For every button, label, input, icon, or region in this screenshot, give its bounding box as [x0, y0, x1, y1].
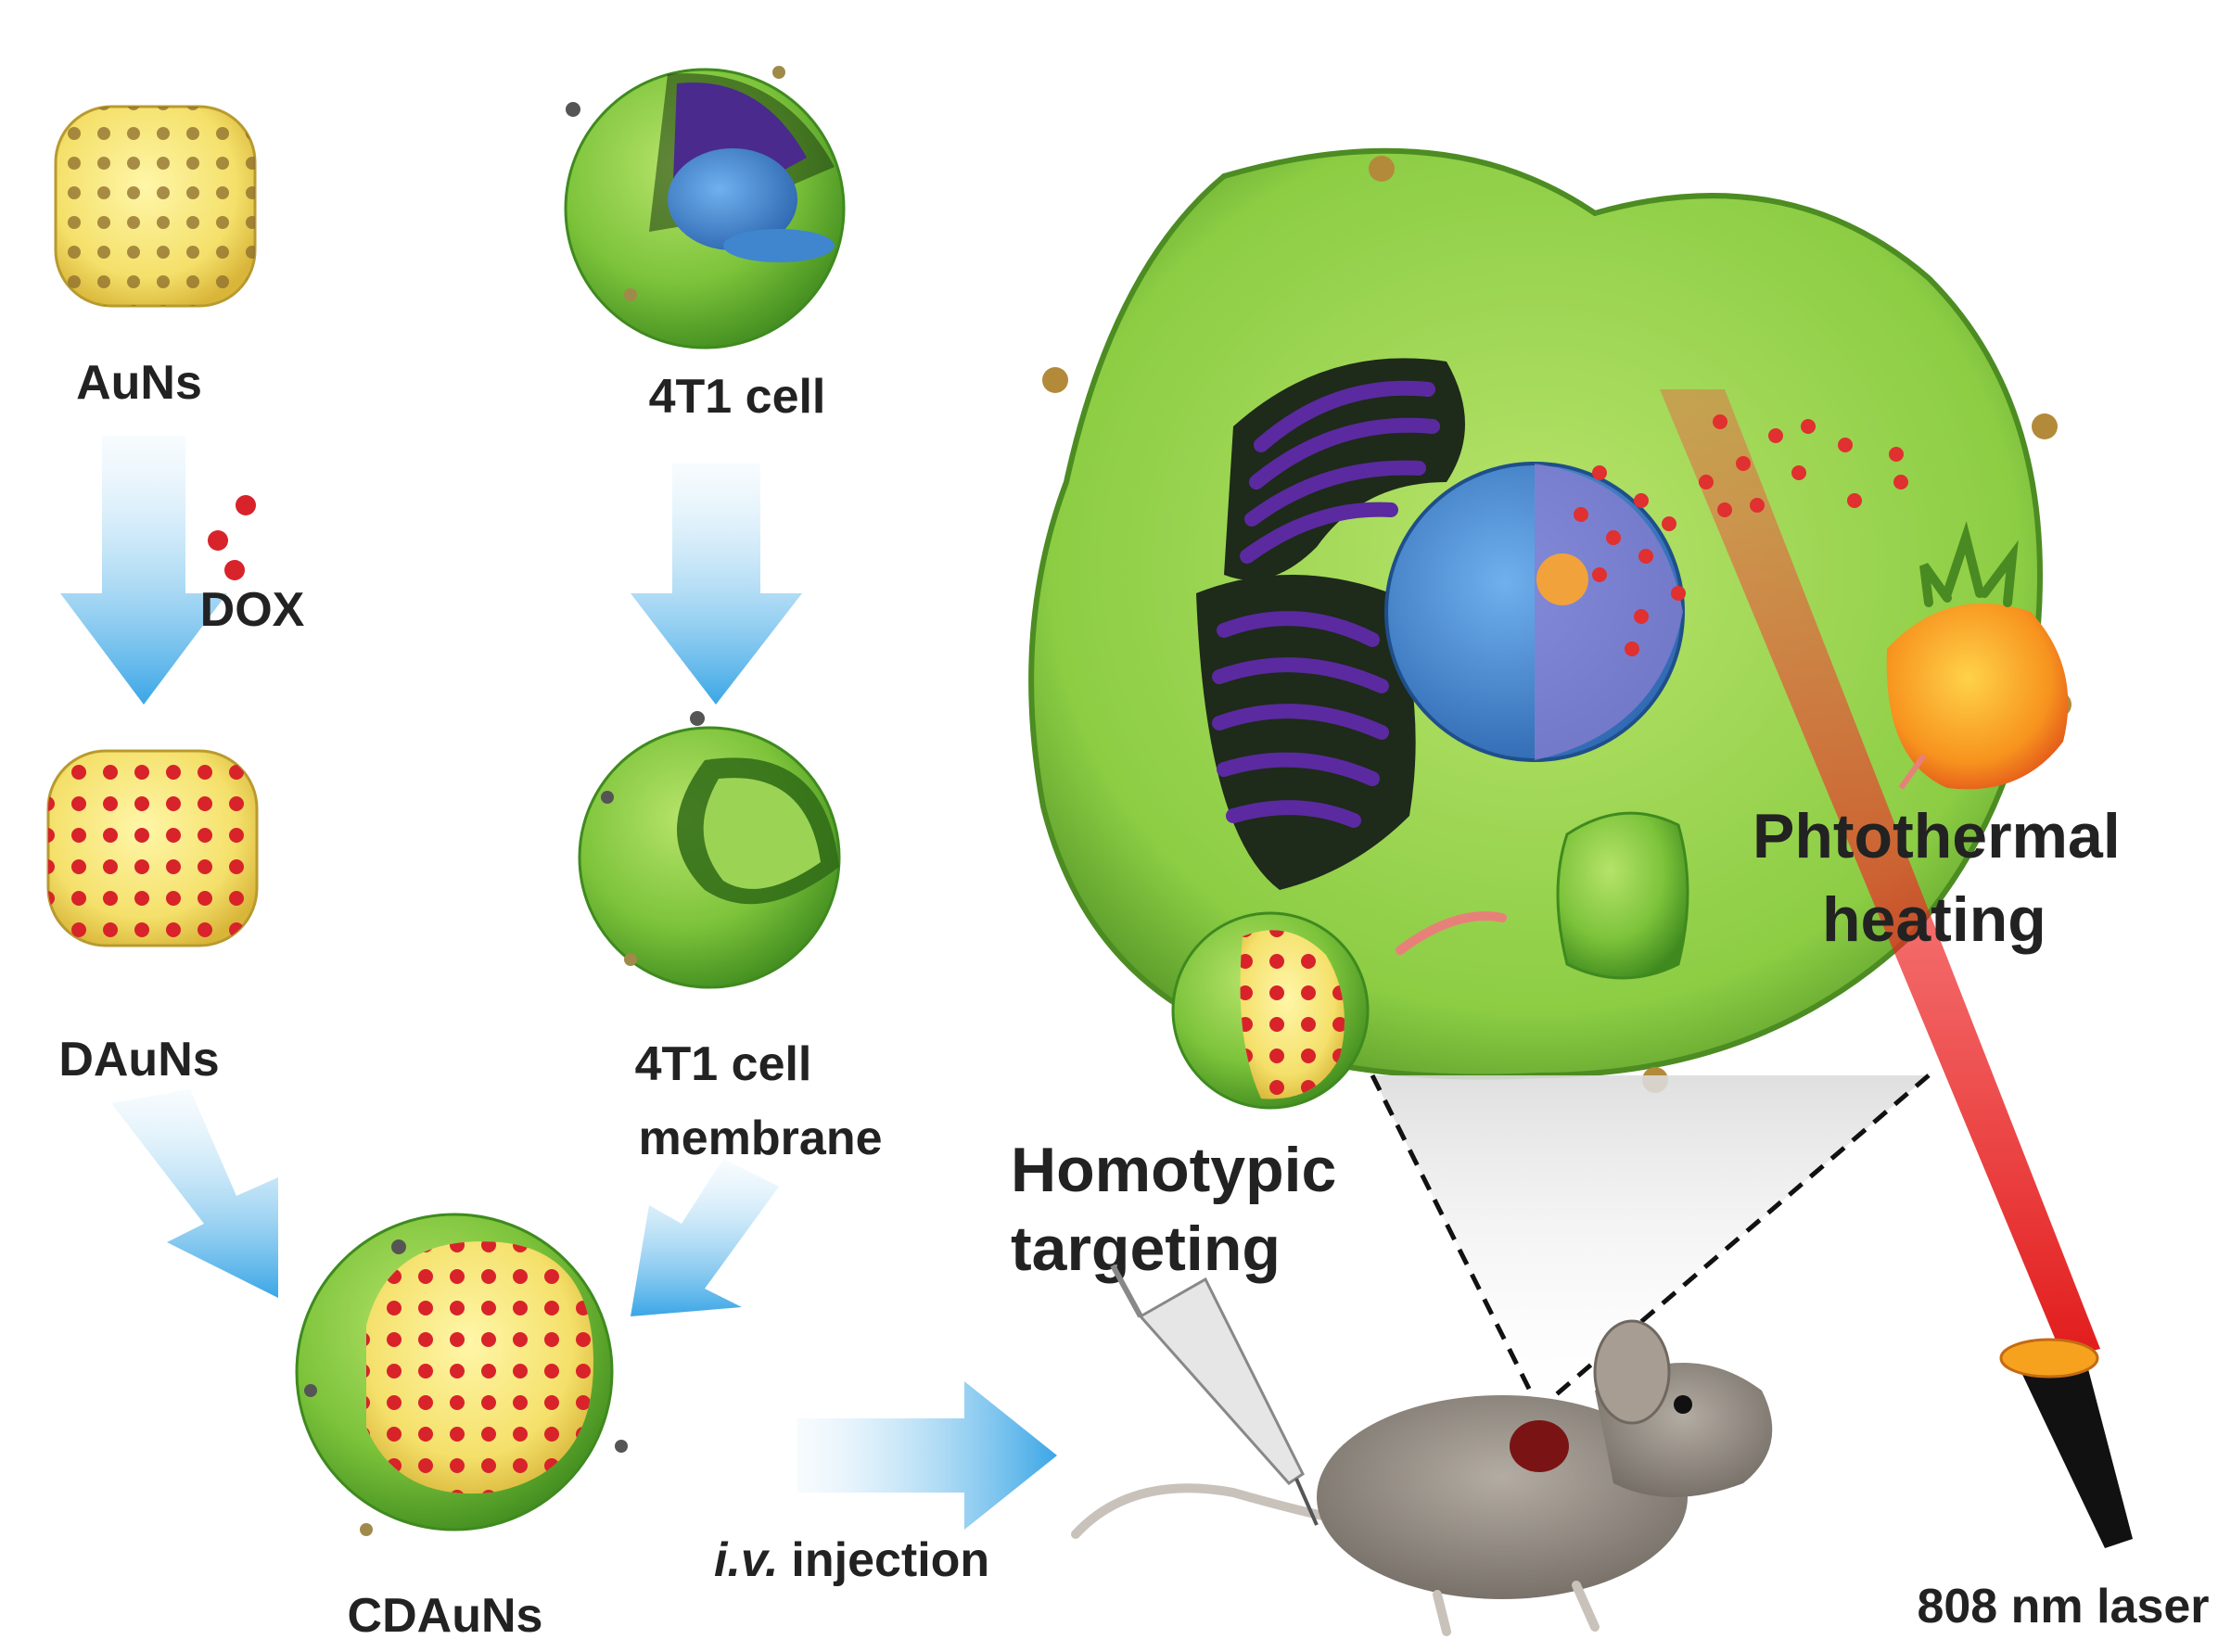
4t1-membrane-shell: [578, 711, 841, 989]
label-auns: AuNs: [76, 356, 202, 410]
dox-molecules: [208, 495, 256, 580]
label-808nm-laser: 808 nm laser: [1917, 1580, 2209, 1633]
arrow-membrane-to-cdauns: [631, 1159, 779, 1316]
laser-device: [1999, 1338, 2133, 1548]
4t1-cell-cutaway: [564, 66, 846, 349]
mouse: [1071, 1319, 1773, 1636]
auns-nanocage: [54, 105, 257, 308]
label-cdauns: CDAuNs: [348, 1589, 543, 1643]
label-dox: DOX: [200, 583, 305, 637]
label-membrane-line1: 4T1 cell: [635, 1037, 812, 1091]
cdauns-nanoparticle: [295, 1213, 628, 1536]
label-dauns: DAuNs: [58, 1033, 219, 1087]
golgi-apparatus: [1196, 358, 1465, 890]
entering-cdauns: [1171, 911, 1370, 1110]
label-iv-rest: injection: [791, 1533, 989, 1587]
internalized-nanoparticle: [1396, 754, 1927, 980]
arrow-iv-injection: [797, 1381, 1057, 1530]
arrow-auns-to-dauns: [60, 436, 227, 705]
label-photothermal-line2: heating: [1822, 884, 2046, 955]
label-membrane-line2: membrane: [639, 1112, 883, 1165]
dauns-nanocage: [46, 749, 259, 947]
label-homotypic-line1: Homotypic: [1011, 1135, 1336, 1205]
label-4t1-cell: 4T1 cell: [649, 370, 826, 424]
released-dox: [1574, 414, 1908, 656]
label-iv-italic: i.v.: [714, 1533, 778, 1587]
arrow-dauns-to-cdauns: [111, 1089, 278, 1298]
syringe: [1110, 1264, 1319, 1526]
arrow-cell-to-membrane: [631, 464, 802, 705]
laser-beam: [1660, 389, 2100, 1358]
label-photothermal-line1: Phtothermal: [1753, 801, 2121, 871]
heated-nanoparticle: [1886, 521, 2069, 790]
label-iv-injection: i.v.injection: [714, 1533, 989, 1587]
label-homotypic-line2: targeting: [1011, 1214, 1281, 1284]
